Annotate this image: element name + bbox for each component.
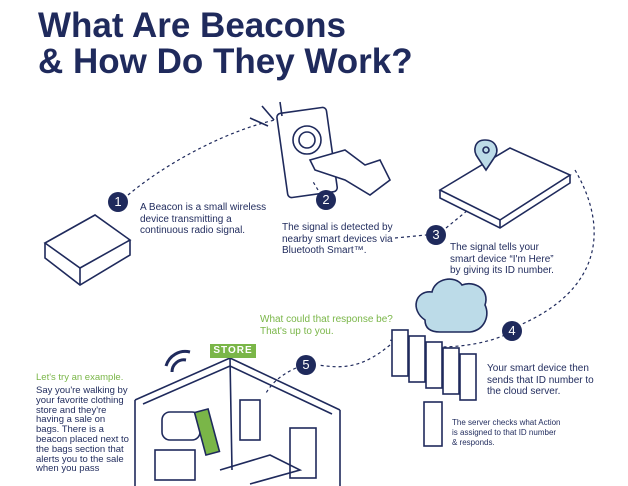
example-text: Say you're walking by your favorite clot… — [36, 385, 129, 475]
step-5-badge: 5 — [296, 355, 316, 375]
beacon-device-icon — [43, 214, 132, 286]
server-rack-icon — [391, 329, 477, 401]
step-2-badge: 2 — [316, 190, 336, 210]
store-sign: STORE — [210, 344, 256, 358]
step-4-text: Your smart device then sends that ID num… — [487, 363, 594, 397]
signal-path — [127, 119, 595, 396]
step-4-badge: 4 — [502, 321, 522, 341]
clothes-rack-icon — [239, 399, 261, 441]
smartphone-icon — [438, 139, 572, 229]
server-note: The server checks what Action is assigne… — [452, 418, 561, 447]
wifi-icon — [164, 349, 191, 373]
document-icon — [423, 401, 443, 447]
location-pin-icon — [474, 139, 498, 172]
step-3-badge: 3 — [426, 225, 446, 245]
cloud-icon — [415, 278, 488, 333]
step-2-text: The signal is detected by nearby smart d… — [282, 222, 393, 256]
example-heading: Let's try an example. — [36, 372, 124, 383]
page-title-line2: & How Do They Work? — [38, 42, 413, 81]
page-title: What Are Beacons — [38, 6, 346, 45]
response-note: What could that response be? That's up t… — [260, 314, 393, 337]
tablet-touch-icon — [249, 101, 392, 199]
step-1-text: A Beacon is a small wireless device tran… — [140, 202, 267, 236]
store-illustration — [134, 357, 341, 486]
step-3-text: The signal tells your smart device “I'm … — [450, 242, 554, 276]
step-1-badge: 1 — [108, 192, 128, 212]
sale-tag-icon — [193, 407, 221, 457]
